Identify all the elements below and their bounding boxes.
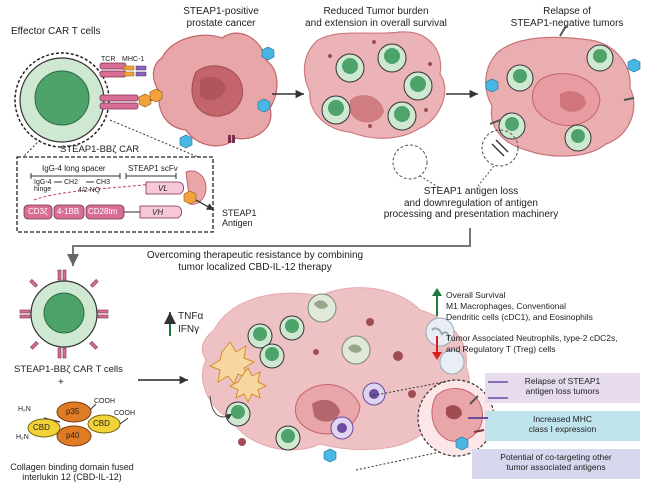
loss-line-2: and downregulation of antigen [404,197,538,209]
relapse-tumor-cluster [485,25,641,157]
cotarget-box [472,449,640,479]
collagen-line-2: interlukin 12 (CBD-IL-12) [22,472,122,483]
car-construct-box [16,156,214,233]
collagen-line-1: Collagen binding domain fused [10,462,134,472]
cancer-title: STEAP1-positive prostate cancer [176,6,266,29]
cd3z-domain [23,204,53,220]
tcr-label: TCR [101,56,116,63]
box3-line-1: Potential of co-targeting other [500,452,612,462]
upregulated-list: Overall Survival M1 Macrophages, Convent… [446,290,593,323]
reduced-title: Reduced Tumor burden and extension in ov… [296,6,456,29]
vl-label: VL [158,184,168,193]
antigen-loss-zoom-1 [392,144,428,180]
up-line-2: M1 Macrophages, Conventional [446,301,567,312]
cbd-il12-molecule [27,401,129,447]
collagen-label: Collagen binding domain fused interlukin… [2,462,142,483]
h2n-2: H₂N [16,434,29,441]
effector-label: Effector CAR T cells [11,26,101,37]
effector-car-t-cell [14,52,206,161]
igg4-line-1: IgG-4 [34,179,52,186]
antigen-loss-zoom-2 [481,129,519,167]
p35-label: p35 [66,407,80,416]
mhc-box [485,411,640,441]
41bb-label: 4-1BB [57,207,80,216]
overcoming-line-1: Overcoming therapeutic resistance by com… [146,250,364,261]
41bb-domain [53,204,85,220]
relapse-line-2: STEAP1-negative tumors [510,17,624,29]
reduced-tumor-cluster [303,31,446,139]
cbd-2: CBD [93,419,110,428]
box2-line-2: class I expression [528,424,597,435]
h2n-1: H₂N [18,406,31,413]
vh-domain [139,205,182,219]
antigen-line-1: STEAP1 [222,208,257,218]
up-line-3: Dendritic cells (cDC1), and Eosinophils [446,312,593,323]
cancer-title-line-1: STEAP1-positive [183,6,259,17]
box1-line-1: Relapse of STEAP1 [524,376,601,386]
loss-line-3: processing and presentation machinery [383,209,559,220]
downregulated-list: Tumor Associated Neutrophils, type-2 cDC… [446,333,618,355]
cotarget-box-text: Potential of co-targeting other tumor as… [472,449,640,479]
cbd-1: CBD [33,423,50,432]
relapse-box [485,373,640,403]
cd28tm-label: CD28tm [88,207,118,216]
up-line-1: Overall Survival [446,290,506,300]
down-line-1: Tumor Associated Neutrophils, type-2 cDC… [446,333,618,343]
box3-line-2: tumor associated antigens [506,462,606,473]
reduced-line-2: and extension in overall survival [305,17,447,29]
cancer-title-line-2: prostate cancer [186,17,256,29]
overcoming-text: Overcoming therapeutic resistance by com… [130,250,380,273]
vh-label: VH [152,208,164,217]
down-line-2: and Regulatory T (Treg) cells [446,344,556,355]
relapse-box-text: Relapse of STEAP1 antigen loss tumors [485,373,640,403]
nq-label: 4/2 NQ [78,187,101,194]
igg4-hinge-label: IgG-4 hinge [34,179,52,193]
steap1-car-t-label: STEAP1-BBζ CAR T cells [14,364,123,375]
box2-line-1: Increased MHC [532,414,593,424]
loss-line-1: STEAP1 antigen loss [423,186,519,197]
overcoming-line-2: tumor localized CBD-IL-12 therapy [178,261,332,273]
tumor-microenvironment [201,287,470,463]
antigen-line-2: Antigen [222,218,253,229]
antigen-loss-text: STEAP1 antigen loss and downregulation o… [356,186,586,221]
igg4-line-2: hinge [34,186,52,193]
cooh-1: COOH [94,398,115,405]
p40-label: p40 [66,431,80,440]
ifng-label: IFNγ [178,324,200,335]
steap1-positive-cancer-cell [149,32,278,149]
reduced-line-1: Reduced Tumor burden [323,6,429,17]
spacer-label: IgG-4 long spacer [42,164,106,173]
cooh-2: COOH [114,410,135,417]
connector-to-bottom [67,228,471,266]
box1-line-2: antigen loss tumors [525,386,600,397]
relapse-line-1: Relapse of [543,6,591,17]
tnfa-label: TNFα [178,311,204,322]
vl-domain [145,181,184,195]
antigen-label: STEAP1 Antigen [222,208,257,229]
steap1-car-t-cell [19,269,109,359]
cd3z-label: CD3ζ [28,207,48,216]
mhc-box-text: Increased MHC class I expression [485,411,640,441]
ch3-label: CH3 [96,179,111,186]
scfv-label: STEAP1 scFv [128,164,178,173]
plus-label: + [58,377,64,388]
mhc-label: MHC-1 [122,56,145,63]
ch2-label: CH2 [64,179,79,186]
car-title: STEAP1-BBζ CAR [60,144,140,155]
relapse-title: Relapse of STEAP1-negative tumors [492,6,642,29]
